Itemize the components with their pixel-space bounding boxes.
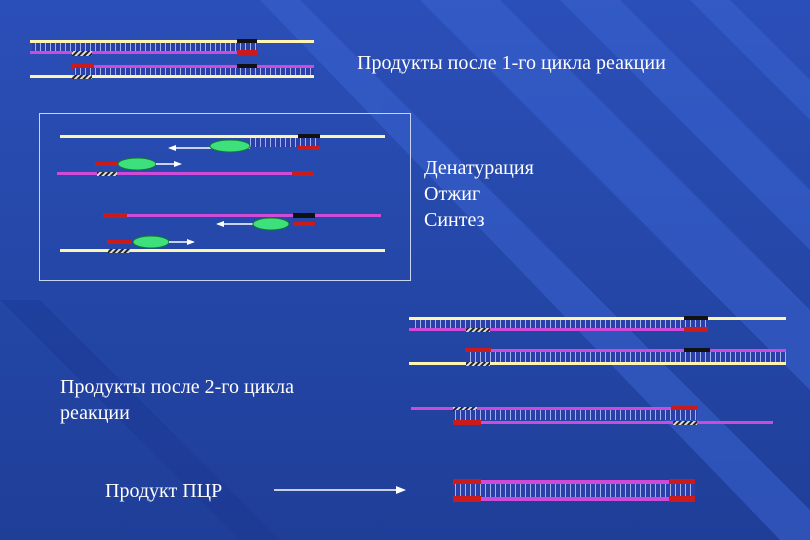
cycle2-products-label-line1: Продукты после 2-го цикла xyxy=(60,374,294,400)
step-denaturation: Денатурация xyxy=(424,155,534,181)
cycle1-duplex-2 xyxy=(30,64,314,79)
step-annealing: Отжиг xyxy=(424,181,534,207)
step-synthesis: Синтез xyxy=(424,207,534,233)
cycle2-duplex-3 xyxy=(411,406,773,425)
cycle-step-box xyxy=(39,113,411,281)
cycle1-products-label: Продукты после 1-го цикла реакции xyxy=(357,50,666,76)
cycle2-products-label-line2: реакции xyxy=(60,400,294,426)
pcr-product-duplex xyxy=(453,479,695,502)
cycle2-products-label: Продукты после 2-го цикла реакции xyxy=(60,374,294,426)
cycle2-duplex-2 xyxy=(409,348,786,366)
pcr-product-label: Продукт ПЦР xyxy=(105,478,222,504)
cycle1-duplex-1 xyxy=(30,39,314,56)
cycle-steps-list: Денатурация Отжиг Синтез xyxy=(424,155,534,233)
pcr-product-arrow xyxy=(274,486,406,494)
cycle2-duplex-1 xyxy=(409,316,786,332)
